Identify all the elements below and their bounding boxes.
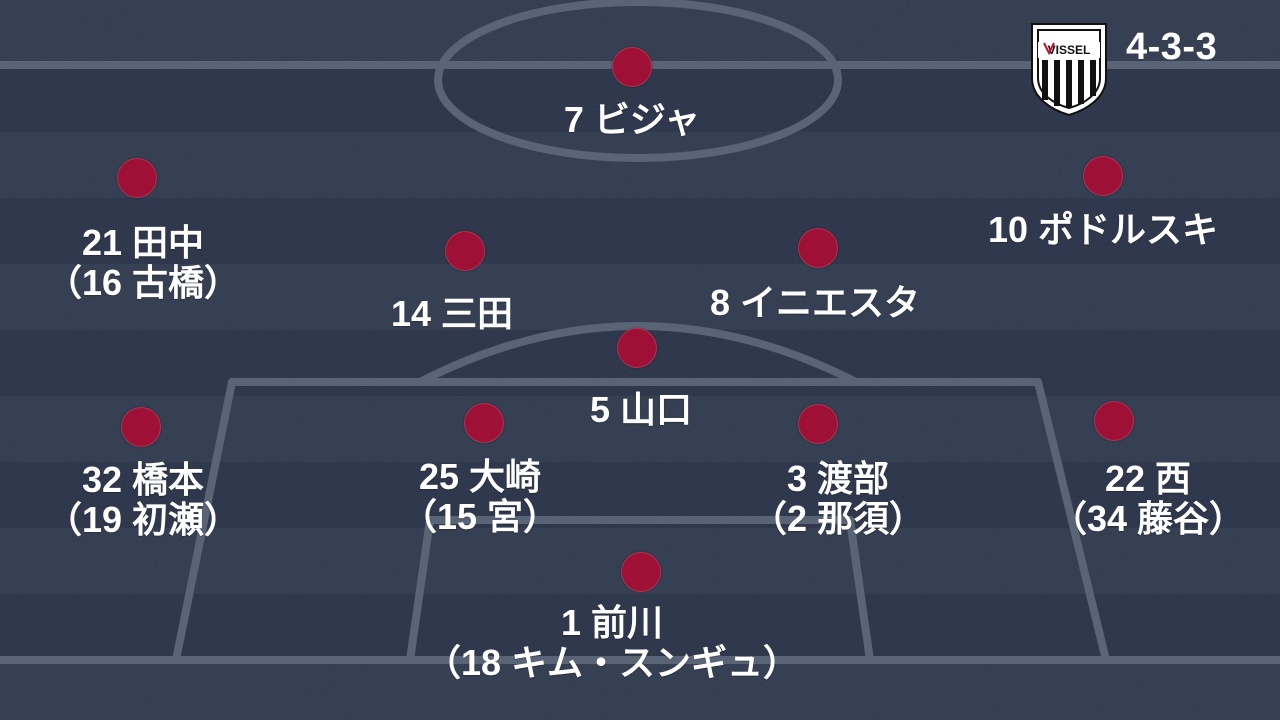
player-name: 32 橋本 (81, 459, 205, 500)
player-name: 10 ポドルスキ (987, 209, 1219, 250)
player-name: 5 山口 (589, 389, 693, 430)
team-crest-icon: VISSEL (1031, 23, 1107, 117)
player-df-r: 22 西 （34 藤谷） (1050, 458, 1246, 540)
player-dot-fw-r (1083, 156, 1123, 196)
player-dot-fw-l (117, 158, 157, 198)
player-dot-df-lc (464, 403, 504, 443)
player-name: 3 渡部 (786, 458, 890, 499)
player-name: 25 大崎 (418, 456, 542, 497)
player-mf-r: 8 イニエスタ (709, 282, 921, 323)
player-name: 14 三田 (390, 293, 514, 334)
player-dot-df-l (121, 407, 161, 447)
goal-area-right (846, 516, 874, 664)
player-dot-mf-r (798, 228, 838, 268)
player-dmf: 5 山口 (589, 389, 693, 430)
player-sub: （34 藤谷） (1050, 498, 1246, 540)
player-fw-r: 10 ポドルスキ (987, 209, 1219, 250)
player-name: 22 西 (1104, 458, 1192, 499)
player-gk: 1 前川 （18 キム・スンギュ） (424, 602, 800, 684)
player-sub: （18 キム・スンギュ） (424, 642, 800, 684)
player-dot-mf-l (445, 231, 485, 271)
player-name: 21 田中 (81, 222, 205, 263)
player-dot-df-r (1094, 401, 1134, 441)
player-df-rc: 3 渡部 （2 那須） (750, 458, 926, 540)
player-name: 8 イニエスタ (709, 282, 921, 323)
player-name: 1 前川 (560, 602, 664, 643)
player-dot-df-rc (798, 404, 838, 444)
player-dot-dmf (617, 328, 657, 368)
player-sub: （15 宮） (400, 496, 560, 538)
player-sub: （19 初瀬） (45, 499, 241, 541)
player-fw-l: 21 田中 （16 古橋） (45, 222, 241, 304)
player-dot-gk (621, 552, 661, 592)
player-mf-l: 14 三田 (390, 293, 514, 334)
player-name: 7 ビジャ (563, 99, 701, 140)
player-df-l: 32 橋本 （19 初瀬） (45, 459, 241, 541)
player-sub: （16 古橋） (45, 262, 241, 304)
player-sub: （2 那須） (750, 498, 926, 540)
player-dot-fw-c (612, 47, 652, 87)
player-df-lc: 25 大崎 （15 宮） (400, 456, 560, 538)
player-fw-c: 7 ビジャ (563, 99, 701, 140)
formation-label: 4-3-3 (1126, 26, 1218, 68)
badge-text: VISSEL (1048, 43, 1091, 57)
